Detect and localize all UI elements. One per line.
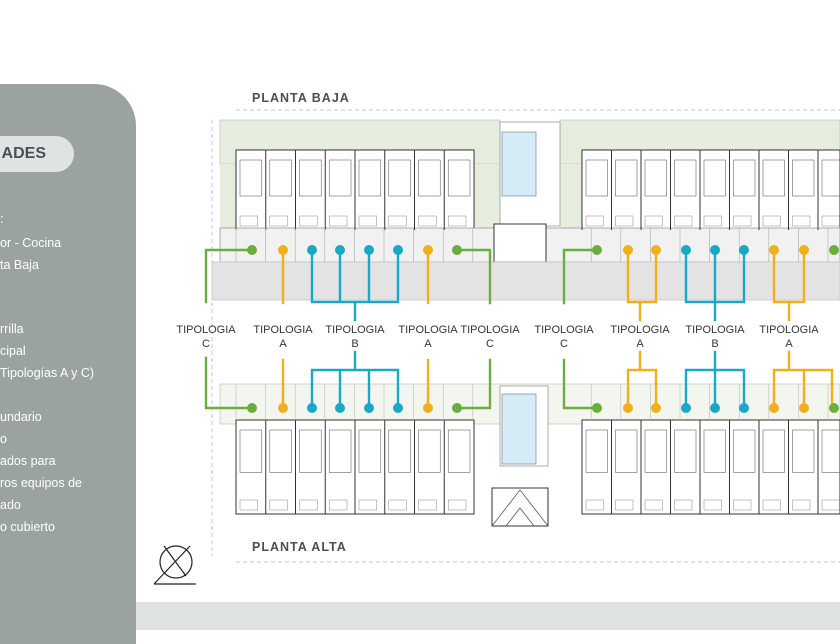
connector-dot-a <box>651 403 661 413</box>
connector-b <box>310 248 400 322</box>
planta-alta-title: PLANTA ALTA <box>252 540 347 554</box>
tipologia-label: TIPOLOGIA <box>534 324 594 336</box>
connector-b <box>684 248 746 322</box>
garden-strip <box>474 164 500 228</box>
connector-dot-a <box>423 403 433 413</box>
connector-a <box>772 248 806 322</box>
connector-dot-c <box>452 245 462 255</box>
connector-dot-b <box>364 403 374 413</box>
connector-dot-c <box>829 403 839 413</box>
north-icon <box>153 545 196 585</box>
tipologia-letter: A <box>424 338 432 350</box>
tipologia-letter: B <box>351 338 358 350</box>
tipologia-letter: A <box>785 338 793 350</box>
tipologia-letter: B <box>711 338 718 350</box>
connector-dot-c <box>829 245 839 255</box>
tipologia-letter: C <box>202 338 210 350</box>
planta-baja-title: PLANTA BAJA <box>252 91 350 105</box>
connector-c <box>455 248 492 305</box>
unit-block-right <box>581 419 840 515</box>
tipologia-label: TIPOLOGIA <box>253 324 313 336</box>
stair-core <box>493 223 547 263</box>
planta-baja <box>211 119 840 301</box>
connector-dot-a <box>651 245 661 255</box>
connector-a <box>772 350 834 410</box>
connector-a <box>626 350 658 410</box>
roof-core <box>491 487 549 527</box>
sidebar-item: Tipologías A y C) <box>0 366 95 380</box>
sidebar-item: cipal <box>0 344 26 358</box>
footer-bar <box>136 602 840 630</box>
connector-dot-c <box>592 403 602 413</box>
sidebar-item: ros equipos de <box>0 476 83 490</box>
connector-dot-b <box>335 403 345 413</box>
connector-dot-b <box>393 245 403 255</box>
sidebar-item: o cubierto <box>0 520 55 534</box>
connector-c <box>204 248 254 304</box>
pool <box>501 393 537 465</box>
connector-dot-c <box>452 403 462 413</box>
connector-dot-a <box>799 245 809 255</box>
connector-dot-a <box>623 245 633 255</box>
sidebar-item: ta Baja <box>0 258 39 272</box>
tipologia-label: TIPOLOGIA <box>759 324 819 336</box>
tipologia-letter: C <box>560 338 568 350</box>
connector-dot-c <box>247 245 257 255</box>
pool <box>501 131 537 197</box>
connector-dot-a <box>623 403 633 413</box>
connector-dot-a <box>769 245 779 255</box>
connector-dot-b <box>393 403 403 413</box>
connector-dot-c <box>247 403 257 413</box>
connector-c <box>562 358 599 410</box>
garden-strip <box>220 164 236 228</box>
tipologia-letter: A <box>636 338 644 350</box>
sidebar-panel <box>0 84 136 644</box>
corridor <box>211 261 840 301</box>
connector-a <box>626 248 658 322</box>
connector-c <box>204 356 254 410</box>
sidebar-item: o <box>0 432 7 446</box>
connector-dot-b <box>307 403 317 413</box>
sidebar-item: : <box>0 212 4 226</box>
tipologia-label: TIPOLOGIA <box>610 324 670 336</box>
connector-dot-b <box>681 403 691 413</box>
tipologia-label: TIPOLOGIA <box>398 324 458 336</box>
connector-dot-a <box>278 245 288 255</box>
guide-lines <box>211 109 840 563</box>
sidebar-item: ado <box>0 498 21 512</box>
tipologia-label: TIPOLOGIA <box>460 324 520 336</box>
connector-dot-b <box>681 245 691 255</box>
connector-dot-a <box>799 403 809 413</box>
garden-strip <box>560 164 582 228</box>
connector-dot-a <box>423 245 433 255</box>
connector-dot-a <box>769 403 779 413</box>
tipologia-label: TIPOLOGIA <box>685 324 745 336</box>
connector-dot-a <box>278 403 288 413</box>
connector-dot-b <box>710 245 720 255</box>
section-badge: ADES <box>0 136 74 172</box>
floor-plan: TIPOLOGIA C TIPOLOGIA A TIPOLOGIA B TIPOLOGIA A… <box>153 91 840 585</box>
tipologia-letter: A <box>279 338 287 350</box>
tipologia-label: TIPOLOGIA <box>176 324 236 336</box>
connector-dot-b <box>364 245 374 255</box>
connector-c <box>455 358 492 410</box>
connector-dot-b <box>739 245 749 255</box>
tipologia-connectors <box>204 248 834 410</box>
connector-c <box>562 248 599 305</box>
sidebar-item: ados para <box>0 454 56 468</box>
tipologia-label: TIPOLOGIA <box>325 324 385 336</box>
sidebar-item: undario <box>0 410 42 424</box>
tipologia-letter: C <box>486 338 494 350</box>
sidebar-item: rrilla <box>0 322 24 336</box>
connector-dot-b <box>739 403 749 413</box>
unit-block-right <box>581 149 840 231</box>
connector-dot-b <box>710 403 720 413</box>
sidebar-item: or - Cocina <box>0 236 62 250</box>
connector-dot-b <box>335 245 345 255</box>
connector-dot-b <box>307 245 317 255</box>
connector-b <box>684 350 746 410</box>
connector-dot-c <box>592 245 602 255</box>
connector-b <box>310 350 400 410</box>
